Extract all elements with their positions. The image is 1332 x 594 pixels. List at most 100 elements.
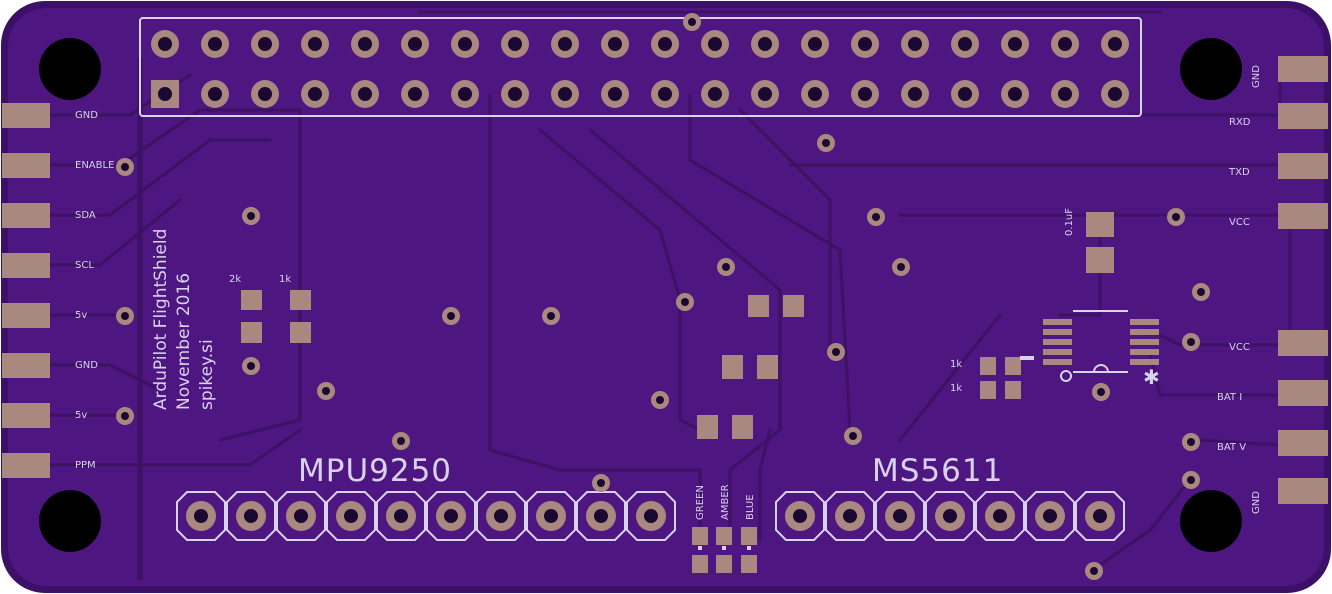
header-pin [351, 30, 379, 58]
header-pin [775, 491, 825, 541]
resistor-label-2k: 2k [229, 274, 241, 285]
note-line-3: spikey.si [197, 339, 217, 410]
header-pin [1051, 30, 1079, 58]
header-pin [901, 80, 929, 108]
ms5611-header [775, 491, 1125, 541]
mpu9250-label: MPU9250 [298, 453, 452, 489]
header-pin [501, 80, 529, 108]
capacitor-label: 0.1uF [1064, 208, 1075, 236]
edge-pad [1278, 380, 1328, 406]
note-line-1: ArduPilot FlightShield [151, 229, 171, 410]
resistor-label-right-1: 1k [950, 359, 962, 370]
right-pin-label: BAT V [1217, 442, 1246, 453]
smd-components: ✱ [241, 212, 1160, 573]
header-pin [801, 80, 829, 108]
header-pin [476, 491, 526, 541]
header-pin [426, 491, 476, 541]
mount-hole-top-left [39, 38, 101, 100]
header-pin [451, 80, 479, 108]
edge-pad [1278, 330, 1328, 356]
top-header [139, 17, 1142, 117]
edge-pad [1278, 56, 1328, 82]
header-pin [651, 30, 679, 58]
edge-pad [2, 153, 50, 178]
resistor-label-right-2: 1k [950, 383, 962, 394]
edge-pad [2, 103, 50, 128]
header-pin [251, 80, 279, 108]
edge-pad [1278, 478, 1328, 504]
header-pin [576, 491, 626, 541]
header-pin [201, 30, 229, 58]
edge-pad [2, 253, 50, 278]
header-pin [1075, 491, 1125, 541]
header-pin [251, 30, 279, 58]
header-pin [701, 80, 729, 108]
header-pin [226, 491, 276, 541]
note-block: ArduPilot FlightShield November 2016 spi… [151, 229, 217, 410]
header-pin [651, 80, 679, 108]
right-pin-label: BAT I [1217, 392, 1242, 403]
note-line-2: November 2016 [174, 273, 194, 410]
edge-pad [2, 403, 50, 428]
left-pin-label: GND [75, 110, 98, 121]
header-pin [751, 30, 779, 58]
header-pin [1025, 491, 1075, 541]
right-edge-pads [1278, 56, 1328, 504]
right-pin-label: TXD [1228, 167, 1250, 178]
header-pin [851, 30, 879, 58]
header-pin [301, 30, 329, 58]
right-pin-label: RXD [1229, 117, 1251, 128]
header-pin [401, 30, 429, 58]
copper-pour [8, 8, 1324, 586]
header-pin [176, 491, 226, 541]
header-pin [551, 30, 579, 58]
header-pin [951, 80, 979, 108]
left-pin-label: SCL [75, 260, 94, 271]
ms5611-label: MS5611 [872, 453, 1003, 489]
header-pin [851, 80, 879, 108]
header-pin [376, 491, 426, 541]
header-pin [451, 30, 479, 58]
edge-pad [2, 203, 50, 228]
left-pin-label: GND [75, 360, 98, 371]
edge-pad [1278, 430, 1328, 456]
header-pin [626, 491, 676, 541]
left-pin-label: 5v [75, 410, 87, 421]
mpu9250-header [176, 491, 676, 541]
right-pin-label: VCC [1229, 217, 1250, 228]
mount-hole-top-right [1180, 38, 1242, 100]
header-pin [501, 30, 529, 58]
edge-pad [1278, 203, 1328, 229]
edge-pad [1278, 103, 1328, 129]
header-pin [1051, 80, 1079, 108]
header-pin [1101, 30, 1129, 58]
header-pin [526, 491, 576, 541]
header-pin [801, 30, 829, 58]
header-pin [301, 80, 329, 108]
header-pin [825, 491, 875, 541]
led-label-amber: AMBER [720, 484, 731, 520]
header-pin [201, 80, 229, 108]
star-marker: ✱ [1143, 365, 1160, 389]
header-pin [601, 80, 629, 108]
header-pin [975, 491, 1025, 541]
resistor-label-1k: 1k [279, 274, 291, 285]
edge-pad [2, 303, 50, 328]
header-pin [401, 80, 429, 108]
header-pin [875, 491, 925, 541]
left-pin-label: SDA [75, 210, 96, 221]
header-pin [326, 491, 376, 541]
header-pin [1101, 80, 1129, 108]
header-pin [751, 80, 779, 108]
header-pin [925, 491, 975, 541]
edge-pad [2, 453, 50, 478]
left-pin-label: PPM [75, 460, 96, 471]
header-pin [951, 30, 979, 58]
header-pin [601, 30, 629, 58]
mount-hole-bottom-left [39, 490, 101, 552]
header-pin [701, 30, 729, 58]
header-pin [351, 80, 379, 108]
right-pin-label: GND [1251, 65, 1262, 88]
led-label-green: GREEN [695, 485, 706, 520]
left-pin-label: 5v [75, 310, 87, 321]
